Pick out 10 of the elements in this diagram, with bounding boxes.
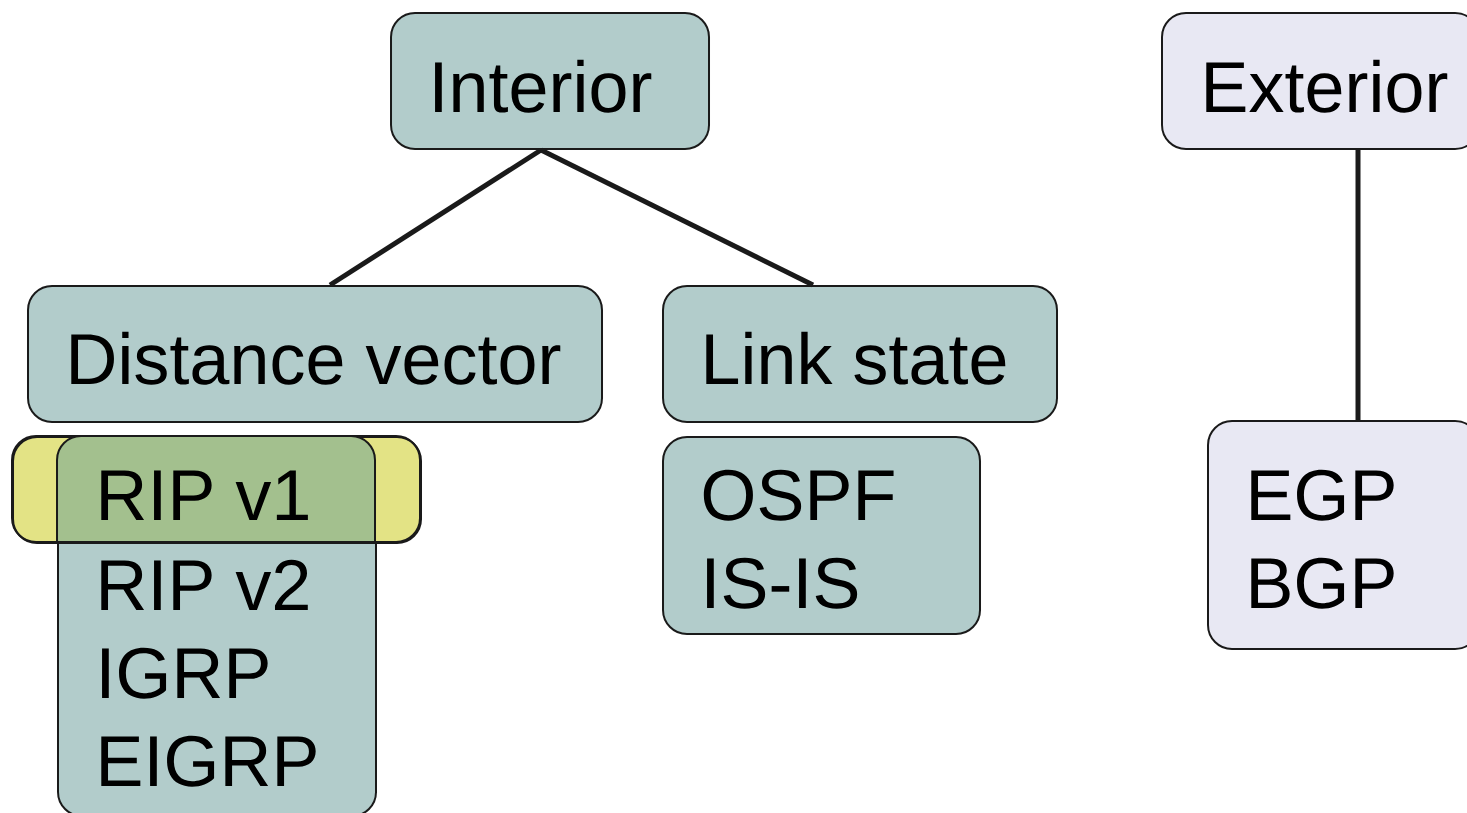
connector-line <box>328 147 543 288</box>
category-box: Exterior <box>1161 12 1467 150</box>
highlight-box: RIP v1 <box>11 435 422 544</box>
category-box: Link state <box>662 285 1058 423</box>
protocol-list-box: OSPF IS-IS <box>662 436 981 635</box>
category-box: Distance vector <box>27 285 603 423</box>
connector-line <box>1355 150 1361 420</box>
connector-line <box>539 147 815 288</box>
protocol-list-box: EGP BGP <box>1207 420 1467 650</box>
category-box: Interior <box>390 12 710 150</box>
